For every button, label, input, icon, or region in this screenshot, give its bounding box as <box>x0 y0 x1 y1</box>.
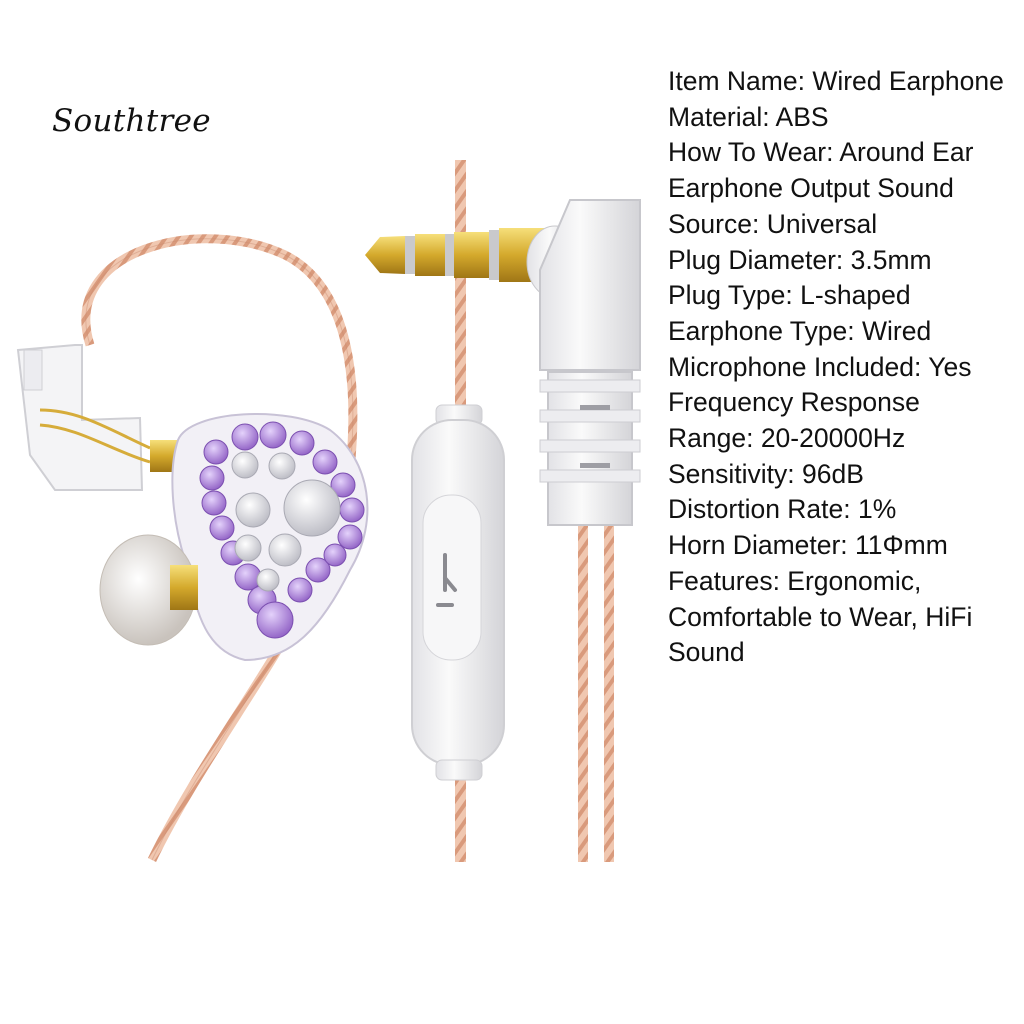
purple-crystal <box>259 421 287 449</box>
earhook-cable-outline <box>85 238 354 861</box>
purple-crystal <box>256 601 294 639</box>
white-crystal <box>256 568 280 592</box>
spec-line: Earphone Output Sound <box>668 173 954 204</box>
purple-crystal <box>312 449 338 475</box>
purple-crystal <box>231 423 259 451</box>
brand-watermark: Southtree <box>52 103 211 139</box>
cable-right-b <box>604 520 614 862</box>
audio-plug <box>365 225 584 299</box>
spec-line: Plug Diameter: 3.5mm <box>668 244 932 275</box>
purple-crystal <box>289 430 315 456</box>
spec-line: Distortion Rate: 1% <box>668 494 897 525</box>
purple-crystal <box>339 497 365 523</box>
crystal-decoration <box>199 421 365 639</box>
purple-crystal <box>209 515 235 541</box>
plug-body <box>539 199 641 526</box>
white-crystal <box>268 452 296 480</box>
white-crystal <box>235 492 271 528</box>
spec-line: Plug Type: L-shaped <box>668 280 911 311</box>
spec-line: How To Wear: Around Ear <box>668 137 974 168</box>
spec-line: Frequency Response <box>668 387 920 418</box>
white-crystal <box>283 479 341 537</box>
purple-crystal <box>203 439 229 465</box>
spec-line: Material: ABS <box>668 101 829 132</box>
spec-line: Earphone Type: Wired <box>668 315 932 346</box>
purple-crystal <box>330 472 356 498</box>
spec-line: Horn Diameter: 11Φmm <box>668 530 948 561</box>
earhook-cable <box>81 234 358 862</box>
purple-crystal <box>287 577 313 603</box>
white-crystal <box>231 451 259 479</box>
white-crystal <box>234 534 262 562</box>
cable-top-left <box>455 160 466 410</box>
spec-line: Microphone Included: Yes <box>668 351 972 382</box>
white-crystal <box>268 533 302 567</box>
microphone-remote <box>411 404 505 781</box>
purple-crystal <box>337 524 363 550</box>
purple-crystal <box>305 557 331 583</box>
cable-bottom-left <box>455 770 466 862</box>
spec-line: Features: Ergonomic, <box>668 565 922 596</box>
spec-line: Source: Universal <box>668 208 878 239</box>
spec-line: Range: 20-20000Hz <box>668 423 906 454</box>
cable-right-a <box>578 520 588 862</box>
purple-crystal <box>201 490 227 516</box>
spec-line: Item Name: Wired Earphone <box>668 66 1004 96</box>
ear-nozzle <box>170 565 198 610</box>
spec-line: Sound <box>668 637 745 668</box>
spec-line: Sensitivity: 96dB <box>668 458 864 489</box>
spec-line: Comfortable to Wear, HiFi <box>668 601 973 632</box>
purple-crystal <box>323 543 347 567</box>
mmcx-connector <box>16 344 180 491</box>
purple-crystal <box>199 465 225 491</box>
